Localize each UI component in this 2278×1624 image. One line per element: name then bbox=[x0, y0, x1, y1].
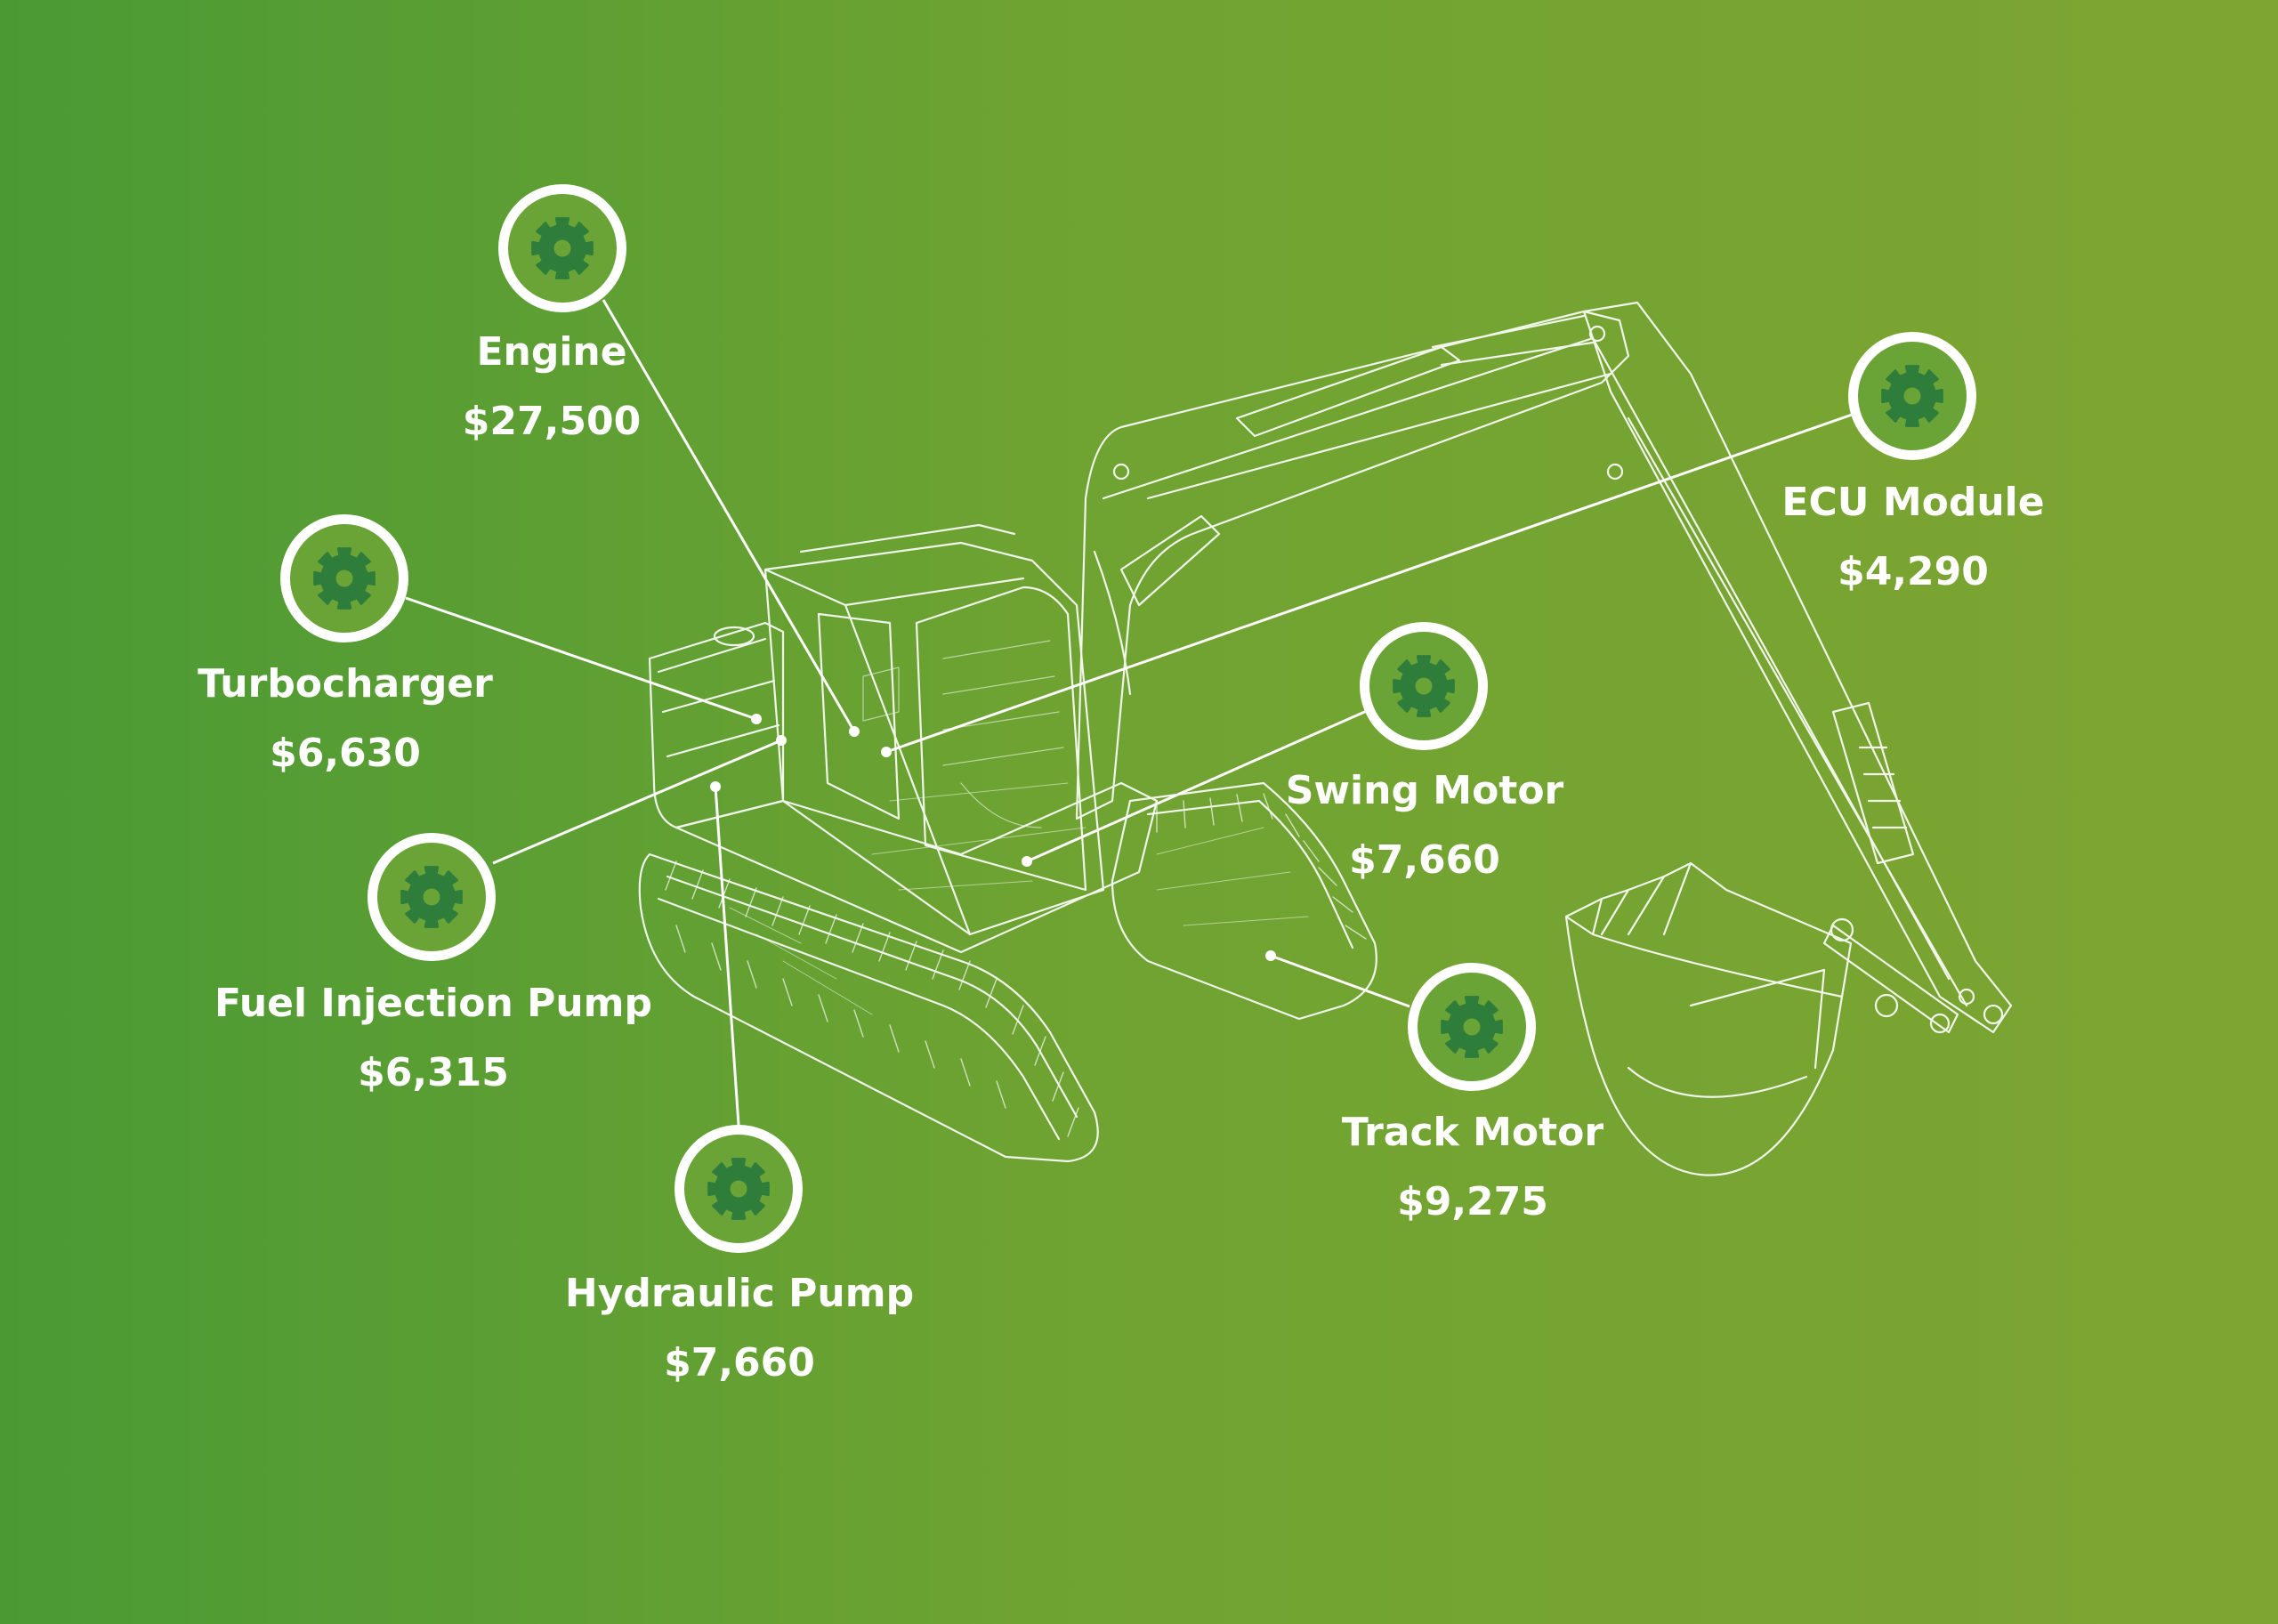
left-track bbox=[638, 852, 1099, 1163]
part-price: $4,290 bbox=[1838, 549, 1989, 594]
engine-housing bbox=[648, 621, 785, 829]
gear-icon bbox=[1393, 655, 1455, 717]
gear-icon bbox=[313, 547, 376, 610]
badge-swing-motor bbox=[1360, 622, 1488, 750]
part-price: $27,500 bbox=[462, 399, 642, 444]
arm bbox=[1582, 301, 2013, 1034]
badge-hydraulic-pump bbox=[675, 1125, 803, 1253]
badge-turbocharger bbox=[280, 514, 408, 642]
endpoint-track-motor bbox=[1265, 950, 1276, 961]
part-price: $6,315 bbox=[358, 1050, 509, 1095]
right-track bbox=[1111, 781, 1377, 1021]
endpoint-hydraulic-pump bbox=[710, 781, 721, 792]
callout-ecu-module: ECU Module $4,290 bbox=[1682, 478, 2145, 597]
leader-lines bbox=[405, 299, 1855, 1126]
leader-endpoints bbox=[710, 714, 1276, 961]
leader-line-ecu-module bbox=[885, 412, 1855, 754]
part-name: Track Motor bbox=[1341, 1110, 1604, 1155]
part-price: $9,275 bbox=[1397, 1179, 1548, 1224]
endpoint-turbocharger bbox=[751, 714, 762, 724]
part-name: ECU Module bbox=[1781, 480, 2045, 525]
excavator-wireframe bbox=[638, 301, 2013, 1176]
leader-line-swing-motor bbox=[1026, 708, 1369, 863]
boom bbox=[1075, 310, 1630, 820]
endpoint-swing-motor bbox=[1022, 856, 1032, 867]
part-name: Engine bbox=[476, 329, 627, 375]
wireframe-detail bbox=[729, 782, 1309, 1015]
badge-engine bbox=[498, 184, 626, 312]
gear-icon bbox=[400, 866, 463, 928]
endpoint-engine bbox=[849, 726, 860, 737]
part-price: $7,660 bbox=[1349, 837, 1500, 883]
part-name: Swing Motor bbox=[1285, 768, 1564, 813]
gear-icon bbox=[531, 217, 594, 279]
operator-cab bbox=[763, 523, 1105, 936]
callout-swing-motor: Swing Motor $7,660 bbox=[1193, 766, 1656, 885]
callout-hydraulic-pump: Hydraulic Pump $7,660 bbox=[508, 1269, 971, 1388]
callout-turbocharger: Turbocharger $6,630 bbox=[114, 659, 577, 779]
part-price: $7,660 bbox=[664, 1340, 815, 1386]
leader-line-hydraulic-pump bbox=[714, 786, 740, 1126]
leader-line-turbocharger bbox=[405, 596, 757, 721]
callout-engine: Engine $27,500 bbox=[320, 327, 783, 447]
part-name: Fuel Injection Pump bbox=[214, 981, 653, 1026]
callout-track-motor: Track Motor $9,275 bbox=[1241, 1108, 1704, 1227]
leader-line-track-motor bbox=[1270, 954, 1410, 1008]
gear-icon bbox=[1881, 365, 1943, 427]
leader-line-fuel-injection-pump bbox=[492, 739, 782, 865]
bucket-linkage bbox=[1822, 917, 1959, 1034]
part-name: Turbocharger bbox=[198, 661, 493, 707]
gear-icon bbox=[707, 1158, 770, 1220]
bucket bbox=[1564, 861, 1853, 1176]
upper-platform bbox=[675, 781, 1159, 954]
badge-fuel-injection-pump bbox=[368, 833, 496, 961]
endpoint-fuel-injection-pump bbox=[776, 735, 787, 746]
badge-track-motor bbox=[1408, 963, 1536, 1091]
part-price: $6,630 bbox=[270, 731, 421, 776]
endpoint-ecu-module bbox=[881, 747, 892, 757]
part-name: Hydraulic Pump bbox=[564, 1271, 915, 1316]
badge-ecu-module bbox=[1848, 332, 1976, 460]
callout-fuel-injection-pump: Fuel Injection Pump $6,315 bbox=[202, 979, 665, 1098]
gear-icon bbox=[1441, 996, 1503, 1058]
leader-line-engine bbox=[602, 299, 856, 732]
